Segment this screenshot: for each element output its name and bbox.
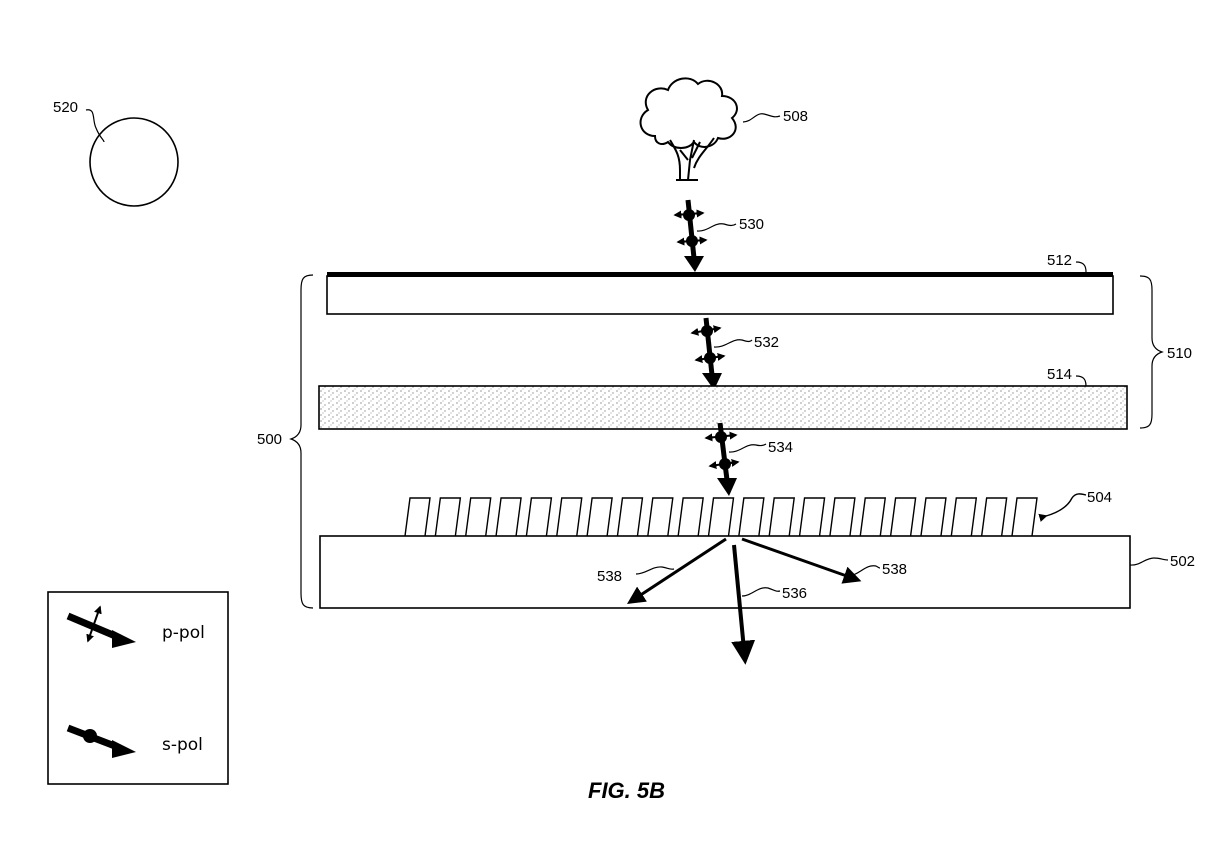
diffracted-light-left: 538 bbox=[597, 537, 727, 604]
brace-500: 500 bbox=[257, 274, 314, 609]
label-538-right: 538 bbox=[882, 561, 907, 578]
grating-ridge bbox=[616, 497, 644, 537]
grating-ridge bbox=[677, 497, 704, 537]
label-532: 532 bbox=[754, 334, 779, 351]
grating-ridge bbox=[1011, 497, 1038, 537]
grating-ridge bbox=[707, 497, 735, 537]
grating-ridge bbox=[495, 497, 522, 537]
legend: p-pol s-pol bbox=[47, 591, 229, 785]
label-500: 500 bbox=[257, 431, 282, 448]
grating-ridge bbox=[465, 497, 492, 537]
grating-ridge bbox=[829, 497, 856, 537]
brace-510: 510 bbox=[1139, 275, 1192, 429]
label-520: 520 bbox=[53, 99, 78, 116]
grating-ridge bbox=[586, 497, 613, 537]
p-polarization-arrow-icon bbox=[66, 605, 136, 648]
leader-line bbox=[742, 113, 781, 123]
polarizer-layer: 512 bbox=[326, 252, 1114, 315]
incident-light-arrow: 530 bbox=[673, 199, 764, 272]
label-504: 504 bbox=[1087, 489, 1112, 506]
grating-label: 504 bbox=[1038, 489, 1112, 522]
label-538-left: 538 bbox=[597, 568, 622, 585]
grating-ridge bbox=[950, 497, 978, 537]
tree-icon bbox=[639, 77, 738, 181]
label-534: 534 bbox=[768, 439, 793, 456]
label-510: 510 bbox=[1167, 345, 1192, 362]
s-polarization-arrow-icon bbox=[66, 724, 136, 758]
label-536: 536 bbox=[782, 585, 807, 602]
label-530: 530 bbox=[739, 216, 764, 233]
label-514: 514 bbox=[1047, 366, 1072, 383]
label-508: 508 bbox=[783, 108, 808, 125]
retarder-layer: 514 bbox=[318, 366, 1128, 430]
grating-ridge bbox=[525, 497, 553, 537]
waveguide: 502 bbox=[319, 535, 1195, 609]
grating-ridge bbox=[798, 497, 826, 537]
grating-ridge bbox=[556, 497, 583, 537]
grating-ridge bbox=[404, 497, 431, 537]
grating-ridge bbox=[980, 497, 1008, 537]
light-source-circle-icon bbox=[89, 117, 179, 207]
tree-object: 508 bbox=[639, 77, 808, 181]
label-502: 502 bbox=[1170, 553, 1195, 570]
light-source: 520 bbox=[53, 99, 179, 207]
legend-label-s-pol: s-pol bbox=[162, 735, 203, 755]
light-after-polarizer-arrow: 532 bbox=[690, 317, 779, 390]
grating-ridge bbox=[768, 497, 795, 537]
transmitted-light: 536 bbox=[731, 544, 807, 665]
light-after-retarder-arrow: 534 bbox=[704, 422, 793, 496]
grating-ridge bbox=[859, 497, 887, 537]
diffracted-light-right: 538 bbox=[741, 537, 907, 584]
legend-label-p-pol: p-pol bbox=[162, 623, 205, 643]
label-512: 512 bbox=[1047, 252, 1072, 269]
grating-ridge bbox=[647, 497, 674, 537]
figure-caption: FIG. 5B bbox=[588, 778, 665, 803]
grating-ridge bbox=[738, 497, 765, 537]
leader-line bbox=[85, 109, 105, 143]
grating bbox=[404, 497, 1038, 537]
grating-ridge bbox=[920, 497, 947, 537]
grating-ridge bbox=[889, 497, 917, 537]
grating-ridge bbox=[434, 497, 462, 537]
